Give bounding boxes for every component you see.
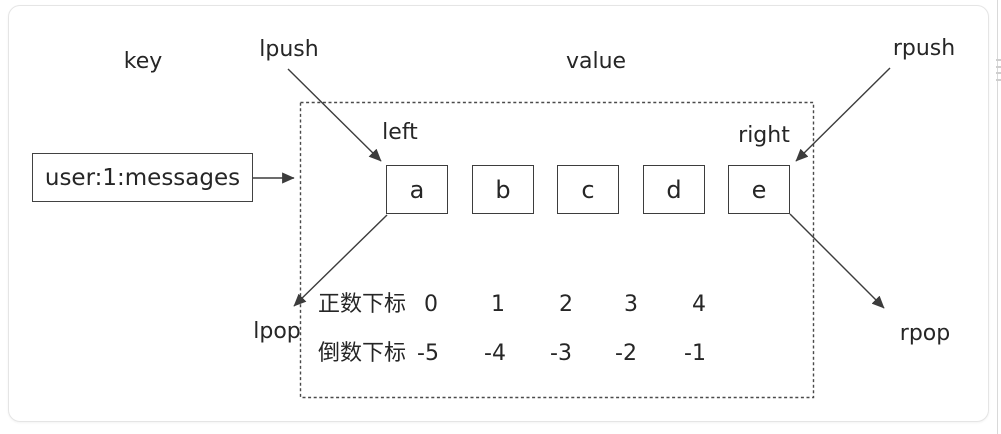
key-box: user:1:messages: [32, 153, 253, 202]
list-cell-a: a: [386, 165, 448, 214]
lpush-label: lpush: [259, 37, 319, 62]
value-label: value: [565, 49, 627, 74]
positive-index-4: 4: [692, 292, 706, 317]
list-cell-d: d: [643, 165, 705, 214]
key-label: key: [123, 49, 163, 74]
positive-index-1: 1: [491, 292, 505, 317]
list-cell-c: c: [557, 165, 619, 214]
positive-index-2: 2: [559, 292, 573, 317]
negative-index-1: -4: [484, 341, 506, 366]
rpush-label: rpush: [892, 36, 956, 61]
key-box-text: user:1:messages: [44, 164, 241, 191]
negative-index-label: 倒数下标: [317, 341, 407, 366]
clipped-ui-artifact: [996, 59, 1001, 81]
left-label: left: [382, 120, 418, 145]
lpop-label: lpop: [253, 319, 301, 344]
negative-index-4: -1: [684, 341, 706, 366]
positive-index-label: 正数下标: [317, 292, 407, 317]
negative-index-2: -3: [550, 341, 572, 366]
negative-index-0: -5: [417, 341, 439, 366]
right-edge-divider: [997, 0, 998, 434]
rpop-label: rpop: [899, 321, 951, 346]
right-label: right: [738, 123, 790, 148]
negative-index-3: -2: [615, 341, 637, 366]
positive-index-0: 0: [424, 292, 438, 317]
list-cell-b: b: [472, 165, 534, 214]
list-cell-e: e: [728, 165, 790, 214]
positive-index-3: 3: [624, 292, 638, 317]
